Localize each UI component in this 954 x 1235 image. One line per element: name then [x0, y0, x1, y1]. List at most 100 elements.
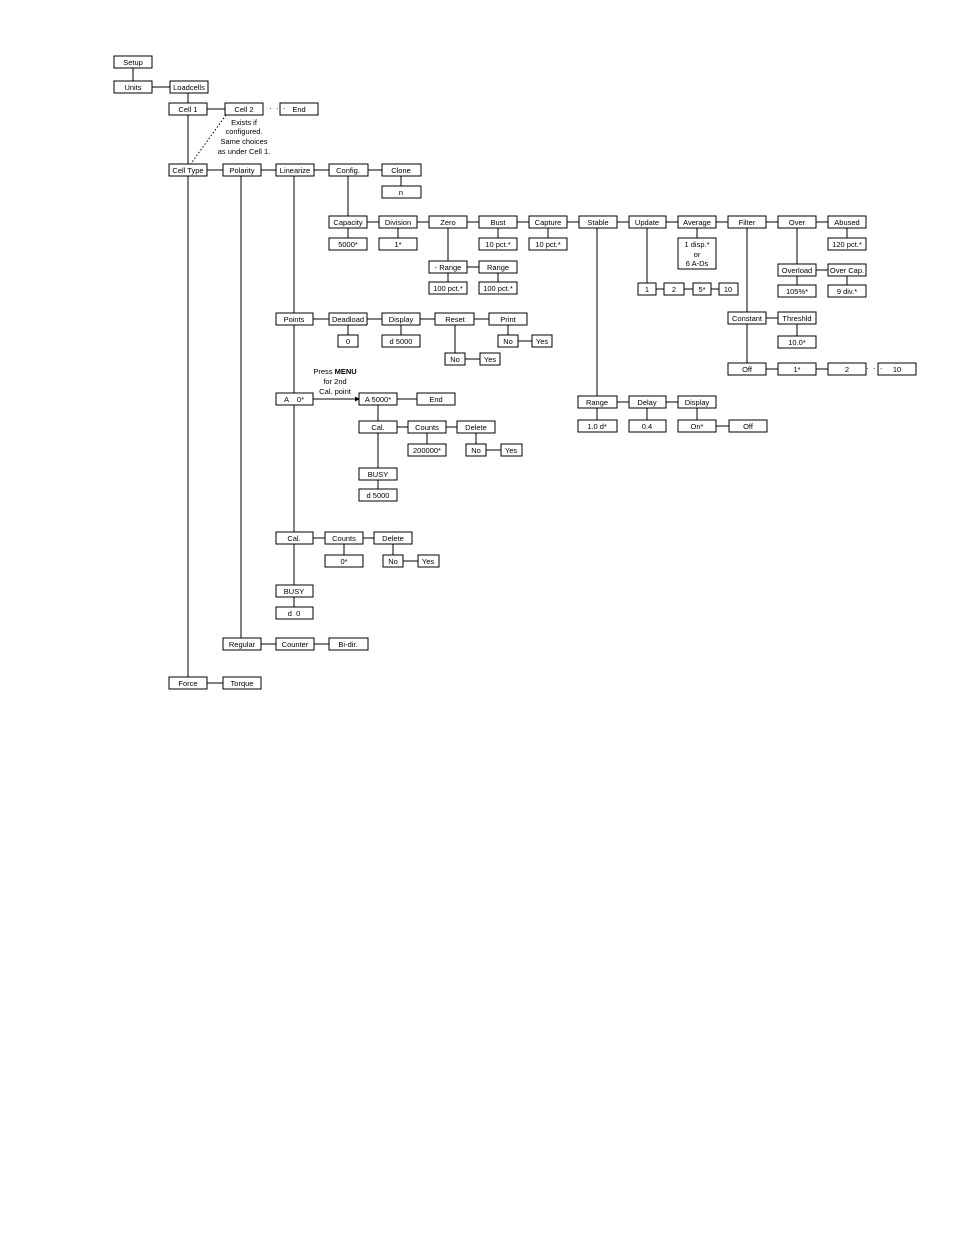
node-d5000: d 5000 — [358, 488, 398, 502]
svg-text:2: 2 — [845, 365, 849, 374]
node-clone: Clone — [381, 163, 422, 177]
svg-text:Delete: Delete — [382, 534, 404, 543]
node-delete-1-no: No — [465, 443, 487, 457]
node-print-no: No — [497, 334, 519, 348]
node-busy-1: BUSY — [358, 467, 398, 481]
svg-text:Update: Update — [635, 218, 659, 227]
node-cell-end: End — [279, 102, 319, 116]
svg-text:Abused: Abused — [834, 218, 859, 227]
svg-text:Bust: Bust — [490, 218, 506, 227]
node-a5000: A 5000* — [358, 392, 398, 406]
svg-text:On*: On* — [691, 422, 704, 431]
node-units: Units — [113, 80, 153, 94]
svg-text:or: or — [694, 250, 701, 259]
node-over-cap: Over Cap. — [827, 263, 867, 277]
press-prefix: Press — [313, 367, 334, 376]
svg-text:1*: 1* — [793, 365, 800, 374]
svg-text:Overload: Overload — [782, 266, 812, 275]
svg-text:Counter: Counter — [282, 640, 309, 649]
svg-text:Clone: Clone — [391, 166, 411, 175]
node-setup: Setup — [113, 55, 153, 69]
node-abused: Abused — [827, 215, 867, 229]
node-display-off: Off — [728, 419, 768, 433]
svg-text:d 0: d 0 — [288, 609, 301, 618]
svg-text:Polarity: Polarity — [229, 166, 254, 175]
node-deadload: Deadload — [328, 312, 368, 326]
node-points-display: Display — [381, 312, 421, 326]
svg-text:A 0*: A 0* — [284, 395, 304, 404]
node-zero-neg-range-value: 100 pct.* — [428, 281, 468, 295]
node-zero: Zero — [428, 215, 468, 229]
svg-text:Config.: Config. — [336, 166, 360, 175]
node-print: Print — [488, 312, 528, 326]
svg-text:Off: Off — [742, 365, 753, 374]
svg-text:d 5000: d 5000 — [390, 337, 413, 346]
svg-text:No: No — [503, 337, 513, 346]
svg-text:1: 1 — [645, 285, 649, 294]
node-constant: Constant — [727, 311, 767, 325]
svg-text:10: 10 — [724, 285, 732, 294]
node-zero-range-value: 100 pct.* — [478, 281, 518, 295]
svg-text:Delay: Delay — [637, 398, 656, 407]
node-update-5: 5* — [692, 282, 712, 296]
svg-text:Range: Range — [586, 398, 608, 407]
connector-lines — [132, 68, 848, 684]
node-zero-range: Range — [478, 260, 518, 274]
node-reset: Reset — [434, 312, 475, 326]
svg-text:Delete: Delete — [465, 423, 487, 432]
press-menu-line-2: for 2nd — [323, 377, 346, 386]
svg-text:2: 2 — [672, 285, 676, 294]
node-stable: Stable — [578, 215, 618, 229]
svg-text:d 5000: d 5000 — [367, 491, 390, 500]
cell2-note-line-1: Exists if — [231, 118, 258, 127]
svg-text:1 disp.*: 1 disp.* — [684, 240, 709, 249]
svg-text:Yes: Yes — [484, 355, 496, 364]
node-cell-type: Cell Type — [168, 163, 208, 177]
cell2-note-line-2: configured. — [225, 127, 262, 136]
svg-text:Yes: Yes — [536, 337, 548, 346]
node-d0: d 0 — [275, 606, 314, 620]
svg-text:Regular: Regular — [229, 640, 256, 649]
svg-text:Display: Display — [685, 398, 710, 407]
svg-text:Off: Off — [743, 422, 754, 431]
node-threshold: Threshld — [777, 311, 817, 325]
node-points: Points — [275, 312, 314, 326]
node-delete-1: Delete — [456, 420, 496, 434]
node-counts-2: Counts — [324, 531, 364, 545]
svg-text:200000*: 200000* — [413, 446, 441, 455]
node-delay: Delay — [628, 395, 667, 409]
node-delete-2-no: No — [382, 554, 404, 568]
node-stable-display: Display — [677, 395, 717, 409]
node-a-end: End — [416, 392, 456, 406]
node-zero-neg-range: - Range — [428, 260, 468, 274]
node-capture: Capture — [528, 215, 568, 229]
svg-text:Yes: Yes — [422, 557, 434, 566]
node-average: Average — [677, 215, 717, 229]
svg-text:1*: 1* — [394, 240, 401, 249]
node-reset-yes: Yes — [479, 352, 501, 366]
node-a0: A 0* — [275, 392, 314, 406]
node-delete-1-yes: Yes — [500, 443, 523, 457]
svg-text:No: No — [471, 446, 481, 455]
svg-text:100 pct.*: 100 pct.* — [483, 284, 513, 293]
svg-text:Print: Print — [500, 315, 516, 324]
svg-text:0*: 0* — [340, 557, 347, 566]
node-capture-value: 10 pct.* — [528, 237, 568, 251]
node-counts-1-value: 200000* — [407, 443, 447, 457]
node-counts-1: Counts — [407, 420, 447, 434]
svg-text:Zero: Zero — [440, 218, 455, 227]
cell2-note-line-3: Same choices — [220, 137, 267, 146]
press-menu-key: MENU — [335, 367, 357, 376]
press-menu-line-3: Cal. point — [319, 387, 352, 396]
node-division: Division — [378, 215, 418, 229]
svg-text:Filter: Filter — [739, 218, 756, 227]
node-abused-value: 120 pct.* — [827, 237, 867, 251]
node-polarity: Polarity — [222, 163, 262, 177]
svg-text:Reset: Reset — [445, 315, 466, 324]
svg-text:Bi-dir.: Bi-dir. — [338, 640, 357, 649]
svg-text:Deadload: Deadload — [332, 315, 364, 324]
svg-text:Linearize: Linearize — [280, 166, 310, 175]
node-force: Force — [168, 676, 208, 690]
node-constant-off: Off — [727, 362, 767, 376]
